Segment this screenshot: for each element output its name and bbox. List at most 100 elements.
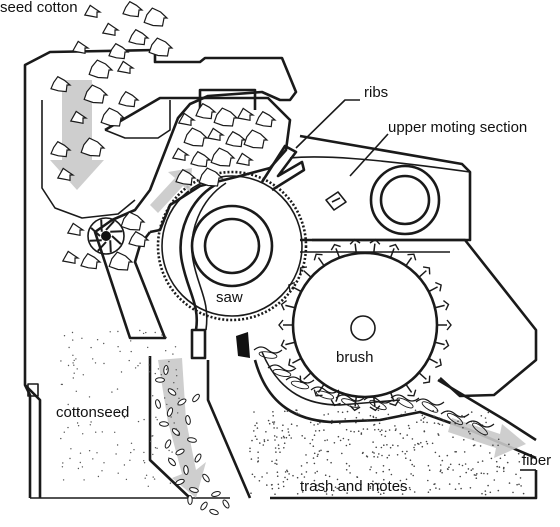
trash-dot [373,417,375,419]
trash-dot [174,422,175,423]
trash-dot [349,444,351,446]
trash-dot [74,373,75,374]
trash-dot [143,419,144,420]
cotton-clump [81,254,100,269]
trash-dot [278,488,280,490]
trash-dot [143,460,144,461]
trash-dot [254,425,256,427]
trash-dot [523,493,525,495]
trash-dot [423,418,425,420]
cotton-clump [184,128,207,146]
label-seed-cotton: seed cotton [0,0,78,16]
trash-dot [488,412,490,414]
flow-arrow-cottonseed [158,358,206,498]
trash-dot [309,443,311,445]
trash-dot [450,464,452,466]
trash-dot [389,469,391,471]
trash-dot [257,427,259,429]
trash-dot [176,428,177,429]
trash-dot [83,374,84,375]
trash-dot [171,451,172,452]
trash-dot [129,360,130,361]
trash-dot [313,424,315,426]
trash-dot [474,474,476,476]
trash-dot [319,450,321,452]
trash-dot [370,466,372,468]
trash-dot [78,425,79,426]
trash-dot [319,430,321,432]
trash-dot [156,448,157,449]
brush-bristle-stem [391,248,395,257]
trash-dot [139,363,140,364]
trash-dot [269,423,271,425]
trash-dot [381,447,383,449]
trash-dot [455,451,457,453]
cotton-clump [149,38,172,56]
trash-dot [410,473,412,475]
trash-dot [378,410,380,412]
trash-dot [447,468,449,470]
lint-fiber [416,399,444,405]
trash-dot [496,461,498,463]
trash-dot [447,455,449,457]
trash-dot [115,453,116,454]
label-saw: saw [216,289,243,306]
brush-bristle-stem [419,373,426,380]
brush-bristle-stem [406,384,412,392]
trash-dot [397,454,399,456]
trash-dot [82,433,83,434]
trash-dot [325,474,327,476]
trash-dot [487,473,489,475]
brush-bristle-stem [336,248,340,257]
lint-fiber [441,411,469,417]
trash-dot [76,391,77,392]
trash-dot [406,434,408,436]
trash-dot [152,395,153,396]
trash-dot [389,429,391,431]
cotton-clump [173,148,188,160]
trash-dot [440,471,442,473]
cottonseed-chute-right [208,360,250,498]
trash-dot [252,474,254,476]
trash-dot [317,454,319,456]
trash-dot [515,474,517,476]
label-cottonseed: cottonseed [56,404,129,421]
trash-dot [406,451,408,453]
brush-bristle-stem [435,342,445,344]
fiber-duct-inner [262,352,400,405]
trash-dot [271,461,273,463]
trash-dot [168,450,169,451]
trash-dot [68,365,69,366]
trash-dot [346,445,348,447]
trash-dot [287,428,289,430]
trash-dot [347,411,349,413]
cottonseed-oval [209,508,219,515]
trash-dot [102,431,103,432]
trash-dot [110,331,111,332]
trash-dot [455,488,457,490]
trash-dot [496,466,498,468]
cotton-clump [89,60,112,78]
trash-dot [268,420,270,422]
trash-dot [355,422,357,424]
trash-dot [81,338,82,339]
brush-bristles [279,240,451,411]
trash-dot [420,419,422,421]
trash-dot [452,469,454,471]
trash-dot [443,421,445,423]
trash-dot [274,421,276,423]
trash-dot [284,477,286,479]
feeder-blade [112,236,121,244]
trash-dot [435,487,437,489]
trash-dot [472,438,474,440]
trash-dot [462,465,464,467]
trash-dot [173,382,174,383]
trash-dot [433,484,435,486]
trash-dot [412,475,414,477]
trash-dot [358,412,360,414]
feeder-roll-hub [101,231,111,241]
trash-dot [463,439,465,441]
trash-dot [176,375,177,376]
brush-bristle-stem [419,271,426,278]
trash-dot [276,463,278,465]
